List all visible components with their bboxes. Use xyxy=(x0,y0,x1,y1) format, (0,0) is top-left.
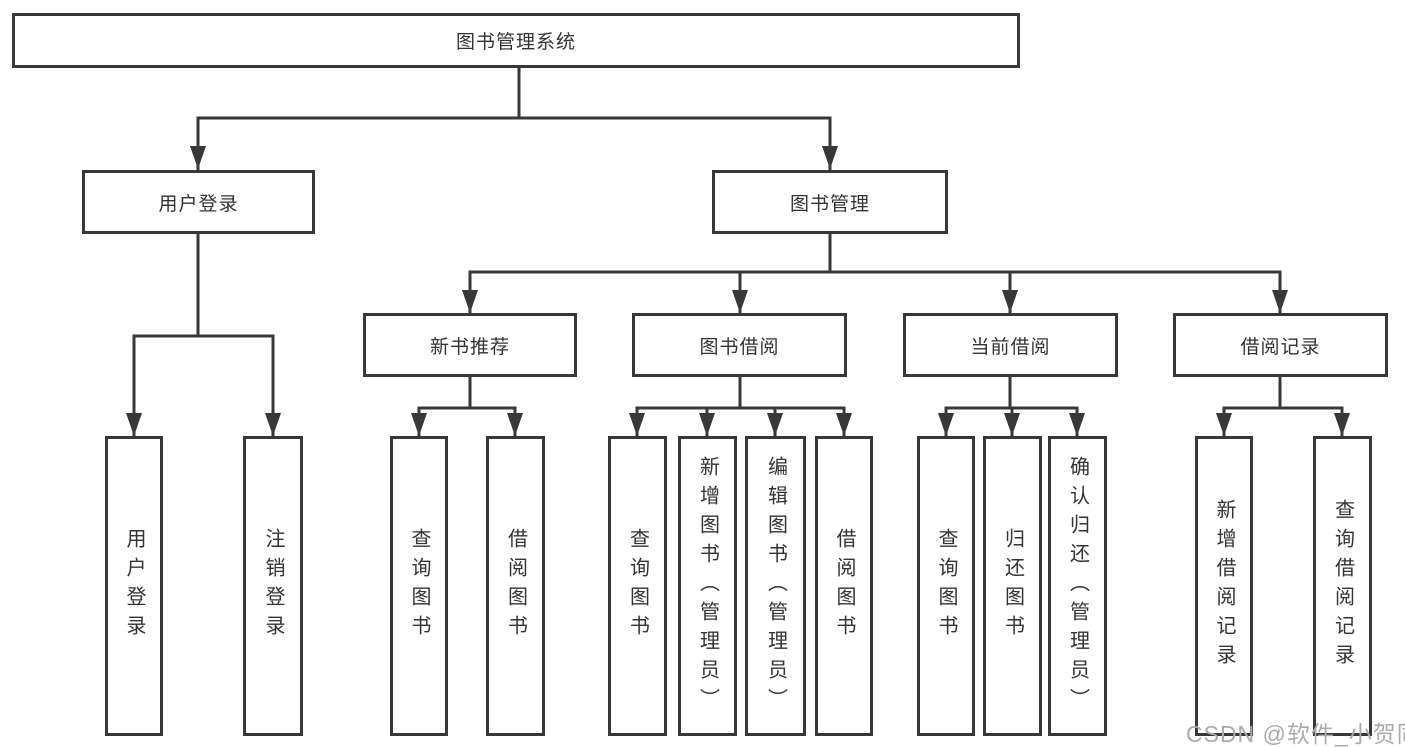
node-book-management: 图书管理 xyxy=(712,170,948,234)
leaf-br-add-record: 新增借阅记录 xyxy=(1195,436,1253,736)
leaf-label: 注销登录 xyxy=(262,528,284,644)
leaf-label: 确认归还（管理员） xyxy=(1066,455,1089,717)
node-book-borrowing: 图书借阅 xyxy=(632,313,847,377)
node-label: 当前借阅 xyxy=(970,336,1051,358)
leaf-label: 借阅图书 xyxy=(504,528,527,644)
node-label: 图书管理系统 xyxy=(455,32,576,53)
leaf-cb-return-books: 归还图书 xyxy=(983,436,1042,736)
leaf-cb-confirm-return-admin: 确认归还（管理员） xyxy=(1048,436,1107,736)
leaf-label: 查询图书 xyxy=(935,528,957,644)
leaf-label: 新增图书（管理员） xyxy=(696,455,719,717)
arrowheads xyxy=(126,146,1350,436)
csdn-watermark: CSDN @软件_小贺同学 xyxy=(1186,721,1405,747)
node-label: 图书管理 xyxy=(789,193,870,215)
leaf-bb-edit-books-admin: 编辑图书（管理员） xyxy=(745,436,806,736)
leaf-br-query-record: 查询借阅记录 xyxy=(1313,436,1372,736)
node-label: 图书借阅 xyxy=(699,336,780,358)
node-library-management-system: 图书管理系统 xyxy=(12,13,1020,68)
leaf-cb-query-books: 查询图书 xyxy=(917,436,975,736)
node-label: 新书推荐 xyxy=(429,336,510,358)
leaf-bb-query-books: 查询图书 xyxy=(608,436,667,736)
leaf-bb-borrow-books: 借阅图书 xyxy=(815,436,873,736)
connector-paths xyxy=(132,66,1344,438)
leaf-nbr-borrow-books: 借阅图书 xyxy=(486,436,545,736)
node-current-borrowing: 当前借阅 xyxy=(903,313,1118,377)
node-new-book-recommend: 新书推荐 xyxy=(363,313,577,377)
leaf-label: 编辑图书（管理员） xyxy=(764,455,787,717)
leaf-user-login: 用户登录 xyxy=(105,436,163,736)
leaf-label: 查询图书 xyxy=(626,528,649,644)
leaf-bb-add-books-admin: 新增图书（管理员） xyxy=(678,436,737,736)
leaf-logout: 注销登录 xyxy=(243,436,303,736)
leaf-label: 查询图书 xyxy=(408,528,430,644)
node-label: 用户登录 xyxy=(158,193,239,215)
leaf-label: 归还图书 xyxy=(1001,528,1024,644)
leaf-label: 用户登录 xyxy=(123,528,145,644)
leaf-label: 新增借阅记录 xyxy=(1213,499,1235,673)
leaf-label: 借阅图书 xyxy=(833,528,855,644)
leaf-label: 查询借阅记录 xyxy=(1331,499,1354,673)
leaf-nbr-query-books: 查询图书 xyxy=(390,436,448,736)
node-borrow-records: 借阅记录 xyxy=(1173,313,1388,377)
node-label: 借阅记录 xyxy=(1240,336,1321,358)
node-user-login: 用户登录 xyxy=(82,170,315,234)
